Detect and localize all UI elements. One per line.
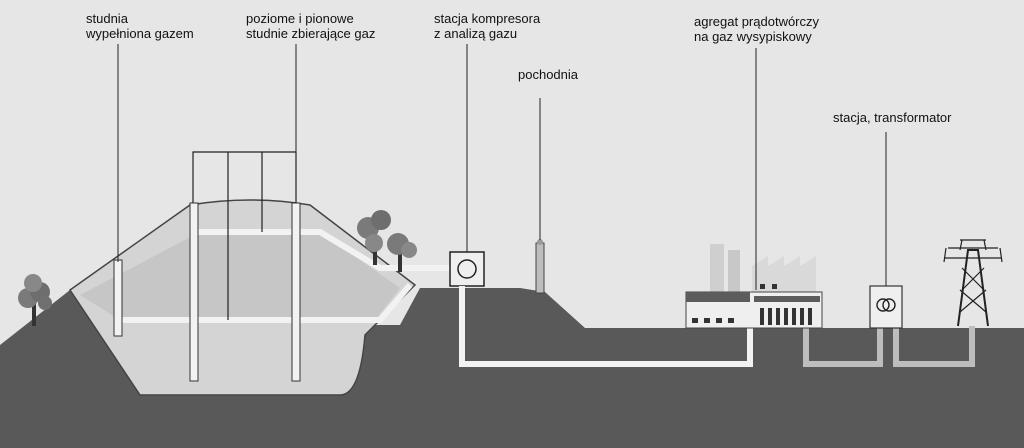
label-generator-line-2: na gaz wysypiskowy	[694, 29, 812, 44]
landfill-waste-body	[80, 232, 400, 320]
label-compressor-station: stacja kompresora z analizą gazu	[434, 11, 540, 41]
compressor-dial	[457, 259, 477, 279]
flare-stack	[535, 242, 545, 294]
label-collection-wells-line-1: poziome i pionowe	[246, 11, 354, 26]
tree-left	[18, 274, 52, 326]
label-transformer: stacja, transformator	[833, 110, 952, 125]
compressor-station	[449, 251, 485, 287]
underground-pipe-generator	[459, 286, 753, 367]
label-generator: agregat prądotwórczy na gaz wysypiskowy	[694, 14, 819, 44]
label-flare: pochodnia	[518, 67, 578, 82]
label-collection-wells-line-2: studnie zbierające gaz	[246, 26, 376, 41]
label-collection-wells: poziome i pionowe studnie zbierające gaz	[246, 11, 375, 41]
flare-tip	[537, 239, 543, 245]
gas-main-pipe	[195, 229, 452, 271]
wellhead-frame	[192, 151, 297, 320]
horizontal-collection-pipe	[118, 283, 413, 323]
label-generator-line-1: agregat prądotwórczy	[694, 14, 820, 29]
transformer-icon	[876, 298, 896, 312]
label-compressor-line-1: stacja kompresora	[434, 11, 541, 26]
tree-middle	[357, 210, 417, 272]
vertical-well-2	[291, 202, 301, 382]
label-flare-line-1: pochodnia	[518, 67, 578, 82]
underground-pipe-transformer	[803, 326, 975, 367]
label-transformer-line-1: stacja, transformator	[833, 110, 952, 125]
generator-plant	[685, 244, 823, 329]
label-gas-well: studnia wypełniona gazem	[86, 11, 194, 41]
transformer-station	[869, 285, 903, 329]
label-gas-well-line-1: studnia	[86, 11, 128, 26]
label-gas-well-line-2: wypełniona gazem	[86, 26, 194, 41]
leader-lines	[117, 44, 887, 290]
vertical-well-1	[189, 202, 199, 382]
power-pylon	[943, 239, 1003, 327]
label-compressor-line-2: z analizą gazu	[434, 26, 518, 41]
gas-filled-well	[113, 259, 123, 337]
